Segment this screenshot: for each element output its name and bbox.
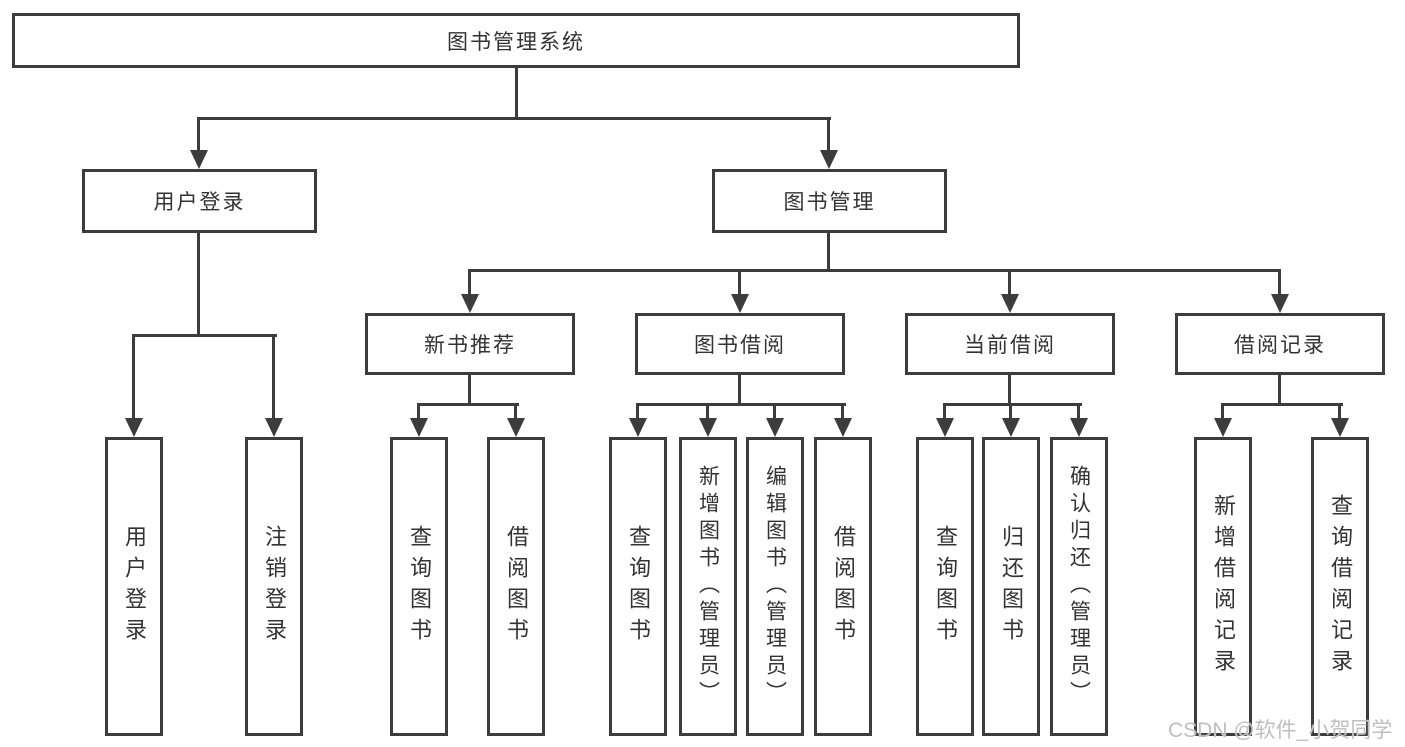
arrowhead-icon bbox=[190, 150, 208, 169]
connector-line bbox=[1077, 403, 1080, 420]
leaf-label: 新增借阅记录 bbox=[1211, 493, 1236, 680]
leaf-edit-books-admin: 编辑图书（管理员） bbox=[746, 437, 804, 736]
leaf-recommend-query-books: 查询图书 bbox=[390, 437, 448, 736]
arrowhead-icon bbox=[1002, 418, 1020, 437]
connector-line bbox=[1221, 403, 1343, 406]
arrowhead-icon bbox=[820, 150, 838, 169]
leaf-borrow-query-books: 查询图书 bbox=[609, 437, 667, 736]
node-book-borrow: 图书借阅 bbox=[635, 313, 845, 375]
connector-line bbox=[417, 403, 420, 420]
node-label: 新书推荐 bbox=[424, 334, 516, 357]
arrowhead-icon bbox=[1001, 294, 1019, 313]
arrowhead-icon bbox=[731, 294, 749, 313]
arrowhead-icon bbox=[834, 418, 852, 437]
connector-line bbox=[197, 117, 831, 120]
leaf-label: 新增图书（管理员） bbox=[696, 465, 720, 708]
connector-line bbox=[197, 231, 200, 336]
connector-line bbox=[272, 334, 275, 420]
leaf-current-query-books: 查询图书 bbox=[916, 437, 974, 736]
leaf-user-login: 用户登录 bbox=[105, 437, 163, 736]
connector-line bbox=[827, 117, 830, 152]
node-current-borrow: 当前借阅 bbox=[905, 313, 1115, 375]
node-book-management: 图书管理 bbox=[712, 169, 947, 233]
arrowhead-icon bbox=[766, 418, 784, 437]
connector-line bbox=[738, 373, 741, 405]
leaf-label: 查询借阅记录 bbox=[1328, 493, 1353, 680]
connector-line bbox=[773, 403, 776, 420]
connector-line bbox=[827, 231, 830, 271]
arrowhead-icon bbox=[936, 418, 954, 437]
connector-line bbox=[738, 269, 741, 296]
leaf-label: 查询图书 bbox=[626, 524, 651, 649]
node-user-login: 用户登录 bbox=[82, 169, 317, 233]
arrowhead-icon bbox=[1070, 418, 1088, 437]
node-label: 图书管理系统 bbox=[447, 30, 585, 54]
connector-line bbox=[468, 269, 1281, 272]
arrowhead-icon bbox=[125, 418, 143, 437]
connector-line bbox=[1009, 403, 1012, 420]
leaf-label: 归还图书 bbox=[999, 524, 1024, 649]
node-system-root: 图书管理系统 bbox=[12, 13, 1020, 68]
connector-line bbox=[636, 403, 639, 420]
leaf-recommend-borrow-books: 借阅图书 bbox=[487, 437, 545, 736]
arrowhead-icon bbox=[1214, 418, 1232, 437]
leaf-label: 注销登录 bbox=[262, 524, 287, 649]
arrowhead-icon bbox=[410, 418, 428, 437]
connector-line bbox=[132, 334, 135, 420]
connector-line bbox=[1008, 269, 1011, 296]
leaf-label: 确认归还（管理员） bbox=[1067, 465, 1091, 708]
leaf-label: 借阅图书 bbox=[504, 524, 529, 649]
node-borrow-records: 借阅记录 bbox=[1175, 313, 1385, 375]
leaf-label: 用户登录 bbox=[122, 524, 147, 649]
leaf-return-books: 归还图书 bbox=[982, 437, 1040, 736]
connector-line bbox=[1278, 269, 1281, 296]
leaf-add-borrow-record: 新增借阅记录 bbox=[1194, 437, 1252, 736]
leaf-label: 编辑图书（管理员） bbox=[763, 465, 787, 708]
arrowhead-icon bbox=[507, 418, 525, 437]
arrowhead-icon bbox=[1331, 418, 1349, 437]
node-label: 图书管理 bbox=[783, 191, 876, 214]
connector-line bbox=[841, 403, 844, 420]
arrowhead-icon bbox=[265, 418, 283, 437]
node-label: 用户登录 bbox=[153, 191, 246, 214]
leaf-label: 借阅图书 bbox=[831, 524, 856, 649]
node-new-book-recommend: 新书推荐 bbox=[365, 313, 575, 375]
connector-line bbox=[943, 403, 1082, 406]
connector-line bbox=[515, 68, 518, 120]
connector-line bbox=[636, 403, 846, 406]
connector-line bbox=[1221, 403, 1224, 420]
leaf-query-borrow-record: 查询借阅记录 bbox=[1311, 437, 1369, 736]
connector-line bbox=[197, 117, 200, 152]
leaf-add-books-admin: 新增图书（管理员） bbox=[679, 437, 737, 736]
arrowhead-icon bbox=[1271, 294, 1289, 313]
connector-line bbox=[514, 403, 517, 420]
connector-line bbox=[1278, 373, 1281, 405]
connector-line bbox=[1338, 403, 1341, 420]
node-label: 当前借阅 bbox=[964, 334, 1056, 357]
leaf-label: 查询图书 bbox=[407, 524, 432, 649]
arrowhead-icon bbox=[461, 294, 479, 313]
connector-line bbox=[1008, 373, 1011, 405]
connector-line bbox=[943, 403, 946, 420]
node-label: 图书借阅 bbox=[694, 334, 786, 357]
watermark: CSDN @软件_小贺同学 bbox=[1168, 719, 1393, 742]
leaf-logout: 注销登录 bbox=[245, 437, 303, 736]
leaf-label: 查询图书 bbox=[933, 524, 958, 649]
connector-line bbox=[468, 269, 471, 296]
node-label: 借阅记录 bbox=[1234, 334, 1326, 357]
connector-line bbox=[706, 403, 709, 420]
leaf-confirm-return-admin: 确认归还（管理员） bbox=[1050, 437, 1108, 736]
arrowhead-icon bbox=[699, 418, 717, 437]
arrowhead-icon bbox=[629, 418, 647, 437]
connector-line bbox=[417, 403, 519, 406]
connector-line bbox=[468, 373, 471, 405]
connector-line bbox=[132, 334, 277, 337]
leaf-borrow-books: 借阅图书 bbox=[814, 437, 872, 736]
